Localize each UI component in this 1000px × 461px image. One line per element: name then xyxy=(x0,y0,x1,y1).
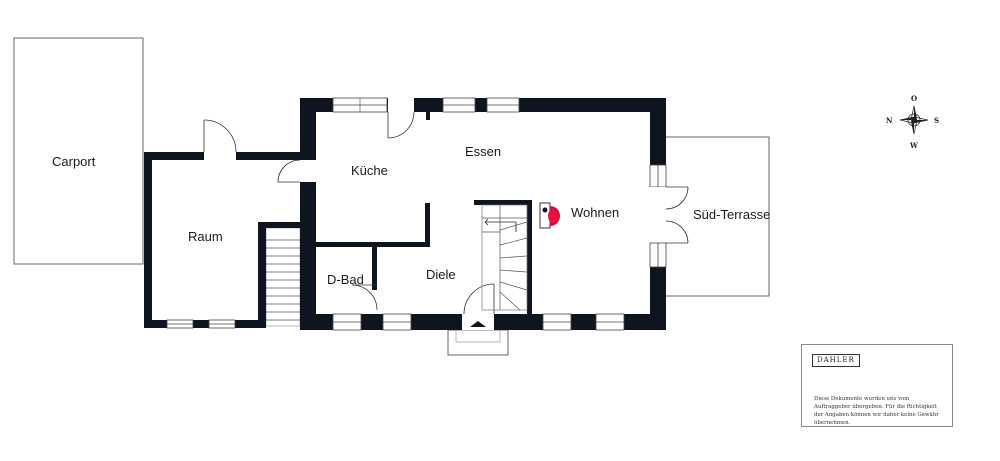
room-label-wohnen: Wohnen xyxy=(571,205,619,220)
room-label-essen: Essen xyxy=(465,144,501,159)
compass-east-label: O xyxy=(911,94,917,103)
compass-south-label: S xyxy=(934,116,939,125)
compass-north-label: N xyxy=(886,116,893,125)
room-label-sued-terrasse: Süd-Terrasse xyxy=(693,207,770,222)
compass-icon: O N S W xyxy=(886,94,939,150)
interior-staircase xyxy=(481,204,528,311)
entrance-arrow-icon xyxy=(470,321,486,327)
disclaimer-box: DAHLER Diese Dokumente wurden uns vom Au… xyxy=(801,344,953,427)
entrance-step-inner xyxy=(455,329,501,343)
compass-west-label: W xyxy=(909,141,918,150)
room-label-raum: Raum xyxy=(188,229,223,244)
room-label-d-bad: D-Bad xyxy=(327,272,364,287)
company-logo: DAHLER xyxy=(812,354,860,367)
carport-outline xyxy=(13,37,144,265)
door-swings xyxy=(203,111,689,315)
room-label-kueche: Küche xyxy=(351,163,388,178)
outdoor-stairs xyxy=(265,227,301,327)
openings xyxy=(166,97,667,331)
room-label-diele: Diele xyxy=(426,267,456,282)
stove-icon xyxy=(539,202,560,229)
disclaimer-text: Diese Dokumente wurden uns vom Auftragge… xyxy=(814,396,939,426)
entrance-step xyxy=(447,329,509,356)
room-label-carport: Carport xyxy=(52,154,96,169)
